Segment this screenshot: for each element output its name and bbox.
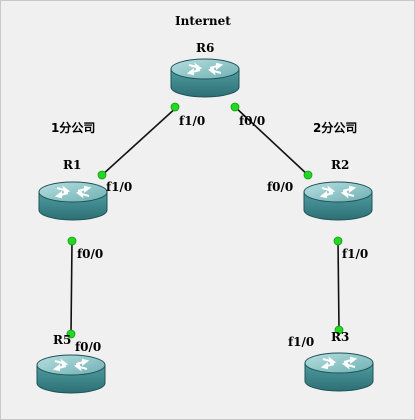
router-r1[interactable]: [38, 181, 108, 221]
port-label-r2-down: f1/0: [342, 247, 368, 261]
link-dot: [230, 102, 240, 112]
link-r2-r3[interactable]: [337, 240, 340, 331]
port-label-r6-left: f1/0: [179, 114, 205, 128]
port-label-r5-up: f0/0: [75, 340, 101, 354]
router-label-r6: R6: [196, 41, 214, 55]
link-dot: [97, 170, 107, 180]
router-r6[interactable]: [170, 58, 240, 98]
router-r5[interactable]: [36, 354, 106, 394]
port-label-r2-up: f0/0: [267, 180, 293, 194]
router-r2[interactable]: [303, 181, 373, 221]
link-dot: [303, 170, 313, 180]
router-icon: [36, 354, 106, 394]
link-dot: [333, 236, 343, 246]
link-r6-r1[interactable]: [100, 105, 179, 177]
link-dot: [334, 325, 344, 335]
port-label-r1-down: f0/0: [77, 247, 103, 261]
router-label-r2: R2: [331, 158, 349, 172]
router-r3[interactable]: [304, 352, 374, 392]
link-dot: [66, 329, 76, 339]
port-label-r3-up: f1/0: [288, 335, 314, 349]
router-icon: [38, 181, 108, 221]
router-icon: [304, 352, 374, 392]
port-label-r1-up: f1/0: [106, 180, 132, 194]
port-label-r6-right: f0/0: [239, 114, 265, 128]
router-label-r3: R3: [331, 330, 349, 344]
diagram-title: Internet: [175, 14, 231, 28]
router-label-r5: R5: [53, 333, 71, 347]
branch-label-2: 2分公司: [313, 120, 357, 135]
link-dot: [170, 102, 180, 112]
link-r1-r5[interactable]: [70, 240, 73, 335]
router-icon: [303, 181, 373, 221]
link-dot: [67, 236, 77, 246]
branch-label-1: 1分公司: [51, 120, 95, 135]
router-icon: [170, 58, 240, 98]
link-r6-r2[interactable]: [233, 105, 310, 177]
router-label-r1: R1: [63, 158, 81, 172]
